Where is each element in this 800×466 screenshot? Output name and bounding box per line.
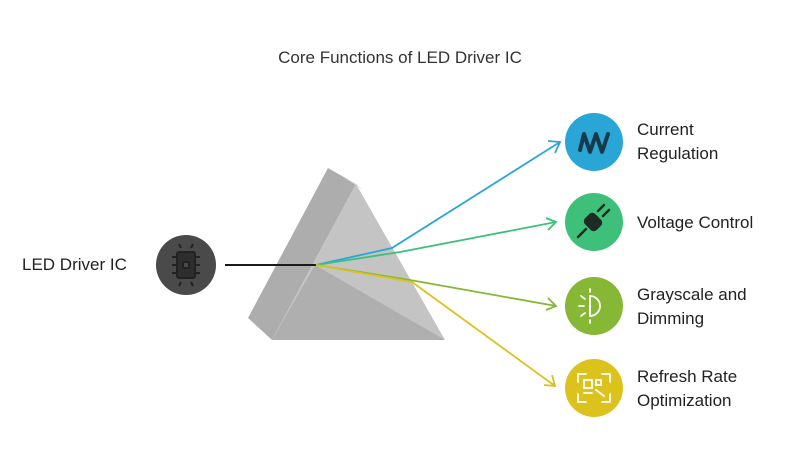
beam-voltage [315, 217, 558, 266]
output-label-voltage: Voltage Control [637, 211, 753, 235]
output-node-voltage [565, 193, 623, 251]
output-label-line: Current [637, 120, 694, 139]
output-label-current: Current Regulation [637, 118, 718, 166]
beam-line [315, 141, 561, 266]
output-label-line: Voltage Control [637, 213, 754, 232]
output-circle [565, 359, 623, 417]
output-label-line: Regulation [637, 144, 719, 163]
output-node-current [565, 113, 623, 171]
prism-back-face [248, 168, 356, 340]
beam-refresh [315, 264, 557, 388]
plug-icon [576, 203, 611, 239]
output-circle [565, 277, 623, 335]
chip-icon [172, 243, 200, 287]
input-label: LED Driver IC [22, 255, 127, 274]
output-label-refresh: Refresh Rate Optimization [637, 365, 737, 413]
coil-icon [578, 132, 610, 154]
diagram-title: Core Functions of LED Driver IC [278, 48, 522, 67]
output-label-line: Refresh Rate [637, 367, 738, 386]
output-label-line: Dimming [637, 309, 705, 328]
prism-shadow-face [272, 265, 445, 340]
beam-line [315, 264, 556, 387]
arrowhead [547, 140, 562, 154]
beam-line [315, 221, 557, 266]
input-node [156, 235, 216, 295]
arrowhead [545, 217, 558, 231]
output-label-line: Optimization [637, 391, 732, 410]
output-label-line: Grayscale and [637, 285, 747, 304]
arrowhead [543, 374, 557, 388]
prism [248, 168, 445, 340]
output-node-grayscale [565, 277, 623, 335]
beam-current [315, 140, 562, 266]
output-label-grayscale: Grayscale and Dimming [637, 283, 747, 331]
output-node-refresh [565, 359, 623, 417]
dimmer-bulb-icon [578, 288, 601, 324]
refresh-scan-icon [577, 373, 611, 403]
arrowhead [545, 297, 558, 311]
